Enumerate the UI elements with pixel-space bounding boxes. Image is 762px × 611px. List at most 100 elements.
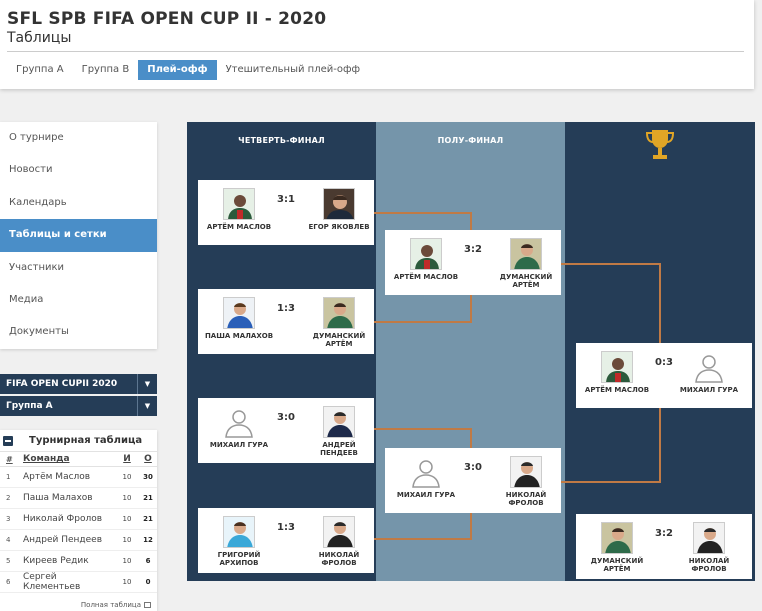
playoff-bracket: ЧЕТВЕРТЬ-ФИНАЛ ПОЛУ-ФИНАЛ АРТЁМ МАСЛОВ 3… <box>187 122 755 581</box>
row-games: 10 <box>122 494 132 502</box>
sidebar-item-documents[interactable]: Документы <box>9 326 69 338</box>
row-num: 6 <box>6 578 11 586</box>
column-num[interactable]: # <box>6 454 13 464</box>
row-points: 21 <box>143 494 153 502</box>
player-name: НИКОЛАЙ ФРОЛОВ <box>688 557 730 573</box>
trophy-icon <box>645 130 675 159</box>
row-team[interactable]: Николай Фролов <box>23 514 103 524</box>
row-num: 5 <box>6 557 11 565</box>
player: ДУМАНСКИЙ АРТЁМ <box>304 297 374 348</box>
tournament-select[interactable]: FIFA OPEN CUPII 2020 ▼ <box>0 374 157 394</box>
round-label-semifinal: ПОЛУ-ФИНАЛ <box>437 136 504 145</box>
player-name: АНДРЕЙ ПЕНДЕЕВ <box>320 441 358 457</box>
row-team[interactable]: Артём Маслов <box>23 472 91 482</box>
page-subtitle: Таблицы <box>7 30 72 46</box>
player: АНДРЕЙ ПЕНДЕЕВ <box>304 406 374 457</box>
table-row: 5 Киреев Редик 10 6 <box>0 551 157 572</box>
table-row: 2 Паша Малахов 10 21 <box>0 488 157 509</box>
group-select[interactable]: Группа A ▼ <box>0 396 157 416</box>
match-score: 3:2 <box>464 244 482 255</box>
player-name: МИХАИЛ ГУРА <box>209 441 269 449</box>
row-games: 10 <box>122 473 132 481</box>
chevron-down-icon: ▼ <box>137 396 157 416</box>
avatar <box>323 297 355 329</box>
row-team[interactable]: Паша Малахов <box>23 493 93 503</box>
sidebar-item-about[interactable]: О турнире <box>9 132 64 143</box>
round-label-quarterfinal: ЧЕТВЕРТЬ-ФИНАЛ <box>238 136 325 145</box>
avatar <box>601 351 633 383</box>
row-team[interactable]: Андрей Пендеев <box>23 535 103 545</box>
player-name: НИКОЛАЙ ФРОЛОВ <box>505 491 547 507</box>
full-table-label: Полная таблица <box>80 601 141 609</box>
match-card[interactable]: МИХАИЛ ГУРА 3:0 АНДРЕЙ ПЕНДЕЕВ <box>198 398 374 463</box>
avatar-placeholder <box>693 351 725 383</box>
header-card: SFL SPB FIFA OPEN CUP II - 2020 Таблицы … <box>0 0 754 89</box>
row-games: 10 <box>122 557 132 565</box>
avatar-placeholder <box>223 406 255 438</box>
tab-playoff[interactable]: Плей-офф <box>138 60 217 80</box>
player-name: АРТЁМ МАСЛОВ <box>393 273 459 281</box>
tab-consolation-playoff[interactable]: Утешительный плей-офф <box>225 64 361 75</box>
row-team[interactable]: Киреев Редик <box>23 556 89 566</box>
standings-header: Турнирная таблица <box>0 430 157 452</box>
table-row: 1 Артём Маслов 10 30 <box>0 467 157 488</box>
tournament-select-value: FIFA OPEN CUPII 2020 <box>6 379 118 389</box>
row-points: 0 <box>145 578 151 586</box>
group-select-value: Группа A <box>6 401 53 411</box>
player-name: ДУМАНСКИЙ АРТЁМ <box>499 273 553 289</box>
full-table-link[interactable]: Полная таблица <box>81 601 151 609</box>
standings-columns: # Команда И О <box>0 452 157 467</box>
sidebar-item-news[interactable]: Новости <box>9 164 53 176</box>
match-card[interactable]: ПАША МАЛАХОВ 1:3 ДУМАНСКИЙ АРТЁМ <box>198 289 374 354</box>
match-card[interactable]: АРТЁМ МАСЛОВ 3:1 ЕГОР ЯКОВЛЕВ <box>198 180 374 245</box>
column-points[interactable]: О <box>144 454 152 464</box>
column-team[interactable]: Команда <box>23 454 70 464</box>
sidebar-item-participants[interactable]: Участники <box>9 261 65 273</box>
connector-line <box>365 428 471 430</box>
player-name: АРТЁМ МАСЛОВ <box>206 223 272 231</box>
table-row: 4 Андрей Пендеев 10 12 <box>0 530 157 551</box>
player: ДУМАНСКИЙ АРТЁМ <box>582 522 652 573</box>
chevron-down-icon: ▼ <box>137 374 157 394</box>
avatar <box>510 456 542 488</box>
match-card[interactable]: АРТЁМ МАСЛОВ 3:2 ДУМАНСКИЙ АРТЁМ <box>385 230 561 295</box>
player: ГРИГОРИЙ АРХИПОВ <box>204 516 274 567</box>
row-num: 3 <box>6 515 11 523</box>
match-card[interactable]: МИХАИЛ ГУРА 3:0 НИКОЛАЙ ФРОЛОВ <box>385 448 561 513</box>
player: АРТЁМ МАСЛОВ <box>391 238 461 281</box>
row-team[interactable]: Сергей Клементьев <box>23 572 81 592</box>
match-card[interactable]: ГРИГОРИЙ АРХИПОВ 1:3 НИКОЛАЙ ФРОЛОВ <box>198 508 374 573</box>
standings-title: Турнирная таблица <box>29 435 143 446</box>
player-name: ГРИГОРИЙ АРХИПОВ <box>217 551 261 567</box>
sidebar-nav: О турнире Новости Календарь Таблицы и се… <box>0 122 157 349</box>
row-points: 12 <box>143 536 153 544</box>
match-card[interactable]: АРТЁМ МАСЛОВ 0:3 МИХАИЛ ГУРА <box>576 343 752 408</box>
match-score: 0:3 <box>655 357 673 368</box>
avatar <box>410 238 442 270</box>
connector-line <box>556 481 661 483</box>
player: МИХАИЛ ГУРА <box>204 406 274 449</box>
tab-group-b[interactable]: Группа B <box>81 64 130 75</box>
player: АРТЁМ МАСЛОВ <box>582 351 652 394</box>
sidebar-item-media[interactable]: Медиа <box>9 293 44 305</box>
standings-panel: Турнирная таблица # Команда И О 1 Артём … <box>0 430 157 611</box>
match-score: 1:3 <box>277 303 295 314</box>
row-points: 6 <box>145 557 151 565</box>
avatar <box>323 516 355 548</box>
page-title: SFL SPB FIFA OPEN CUP II - 2020 <box>7 9 327 29</box>
player-name: НИКОЛАЙ ФРОЛОВ <box>318 551 360 567</box>
avatar <box>323 188 355 220</box>
player: НИКОЛАЙ ФРОЛОВ <box>674 522 744 573</box>
collapse-icon[interactable] <box>3 436 13 446</box>
match-score: 3:0 <box>464 462 482 473</box>
match-card[interactable]: ДУМАНСКИЙ АРТЁМ 3:2 НИКОЛАЙ ФРОЛОВ <box>576 514 752 579</box>
column-games[interactable]: И <box>123 454 131 464</box>
player: АРТЁМ МАСЛОВ <box>204 188 274 231</box>
player-name: ЕГОР ЯКОВЛЕВ <box>308 223 370 231</box>
tab-group-a[interactable]: Группа A <box>16 64 64 75</box>
row-games: 10 <box>122 515 132 523</box>
table-row: 6 Сергей Клементьев 10 0 <box>0 572 157 593</box>
sidebar-item-tables[interactable]: Таблицы и сетки <box>0 219 157 252</box>
sidebar-item-calendar[interactable]: Календарь <box>9 196 67 208</box>
row-games: 10 <box>122 578 132 586</box>
